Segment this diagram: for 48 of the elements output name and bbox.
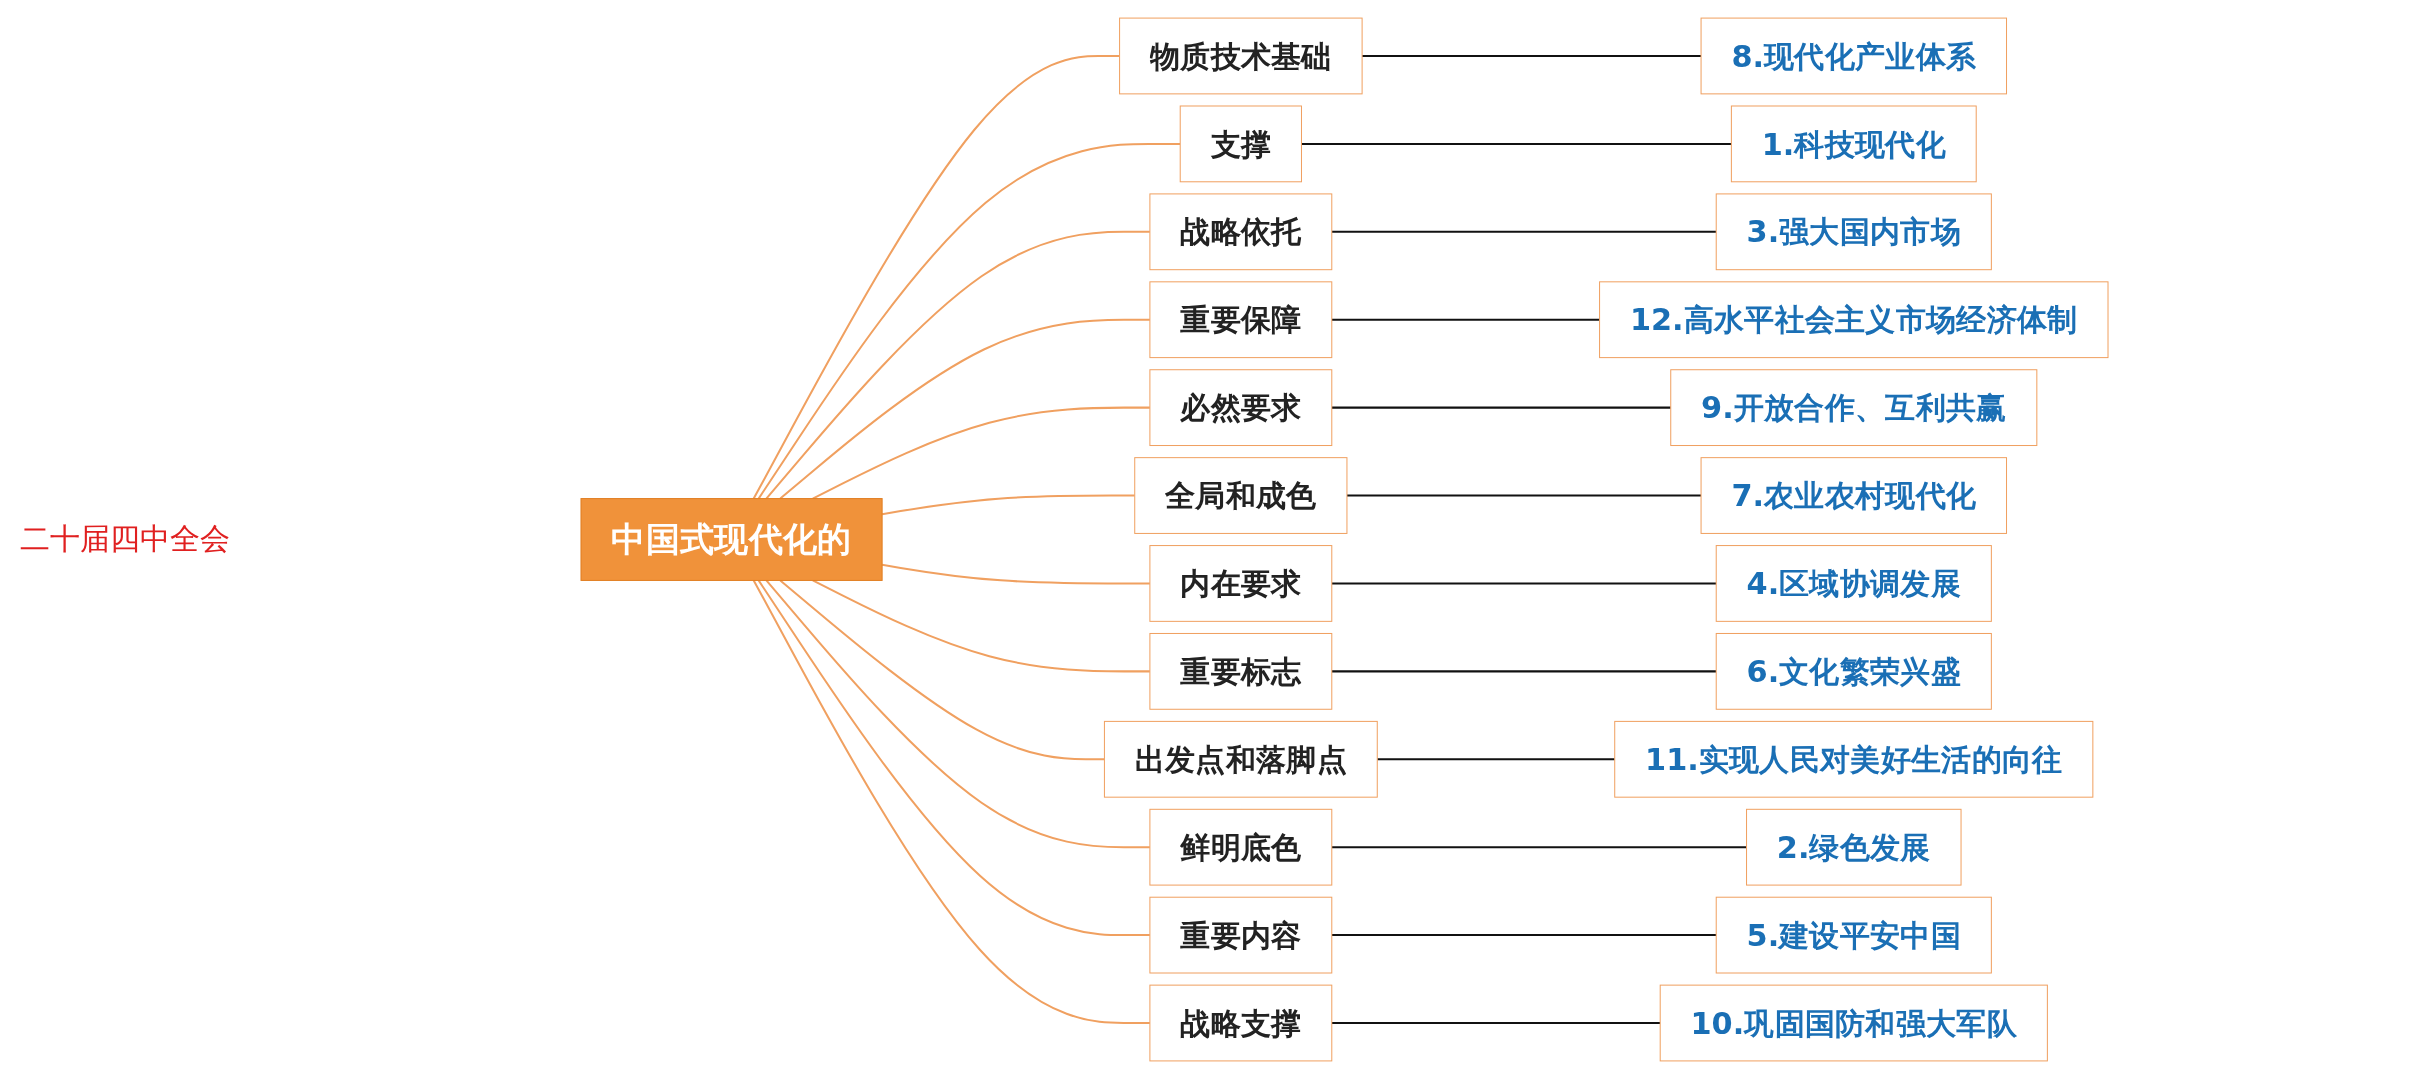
connector: [765, 579, 1150, 849]
connector: [757, 142, 1181, 500]
connector: [1331, 230, 1717, 233]
connector: [752, 54, 1120, 500]
node-box: 6.文化繁荣兴盛: [1715, 632, 1992, 710]
connector: [1331, 670, 1717, 673]
node-box: 9.开放合作、互利共赢: [1670, 369, 2038, 447]
node-box: 重要内容: [1149, 896, 1333, 974]
connector: [1377, 758, 1615, 761]
connector: [1331, 1022, 1661, 1025]
node-box: 中国式现代化的: [580, 498, 883, 581]
node-box: 1.科技现代化: [1730, 105, 1977, 183]
connector: [1301, 142, 1732, 145]
node-box: 4.区域协调发展: [1715, 545, 1992, 622]
node-box: 内在要求: [1149, 545, 1333, 622]
connector: [1331, 318, 1600, 321]
connector: [812, 579, 1150, 673]
connector: [1331, 934, 1717, 937]
connector: [779, 318, 1150, 500]
node-box: 战略支撑: [1149, 984, 1333, 1062]
connector: [765, 230, 1150, 500]
node-box: 5.建设平安中国: [1715, 896, 1992, 974]
connector: [757, 579, 1150, 937]
node-box: 重要标志: [1149, 632, 1333, 710]
node-box: 8.现代化产业体系: [1700, 17, 2008, 95]
node-box: 全局和成色: [1134, 457, 1348, 534]
connector: [1331, 406, 1671, 409]
connector: [779, 579, 1105, 761]
node-box: 3.强大国内市场: [1715, 193, 1992, 271]
node-box: 物质技术基础: [1119, 17, 1363, 95]
connector: [1346, 494, 1702, 497]
connector: [1331, 846, 1747, 849]
node-box: 支撑: [1179, 105, 1302, 183]
connector: [752, 579, 1150, 1025]
node-box: 必然要求: [1149, 369, 1333, 447]
connector: [812, 406, 1150, 500]
node-box: 10.巩固国防和强大军队: [1659, 984, 2048, 1062]
note-text: 二十届四中全会: [20, 520, 231, 558]
node-box: 重要保障: [1149, 281, 1333, 359]
node-box: 出发点和落脚点: [1103, 720, 1378, 798]
connector: [1362, 54, 1702, 57]
node-box: 2.绿色发展: [1746, 808, 1962, 886]
node-box: 7.农业农村现代化: [1700, 457, 2008, 534]
node-box: 11.实现人民对美好生活的向往: [1614, 720, 2094, 798]
node-box: 12.高水平社会主义市场经济体制: [1599, 281, 2109, 359]
connector: [1331, 582, 1717, 585]
node-box: 战略依托: [1149, 193, 1333, 271]
node-box: 鲜明底色: [1149, 808, 1333, 886]
